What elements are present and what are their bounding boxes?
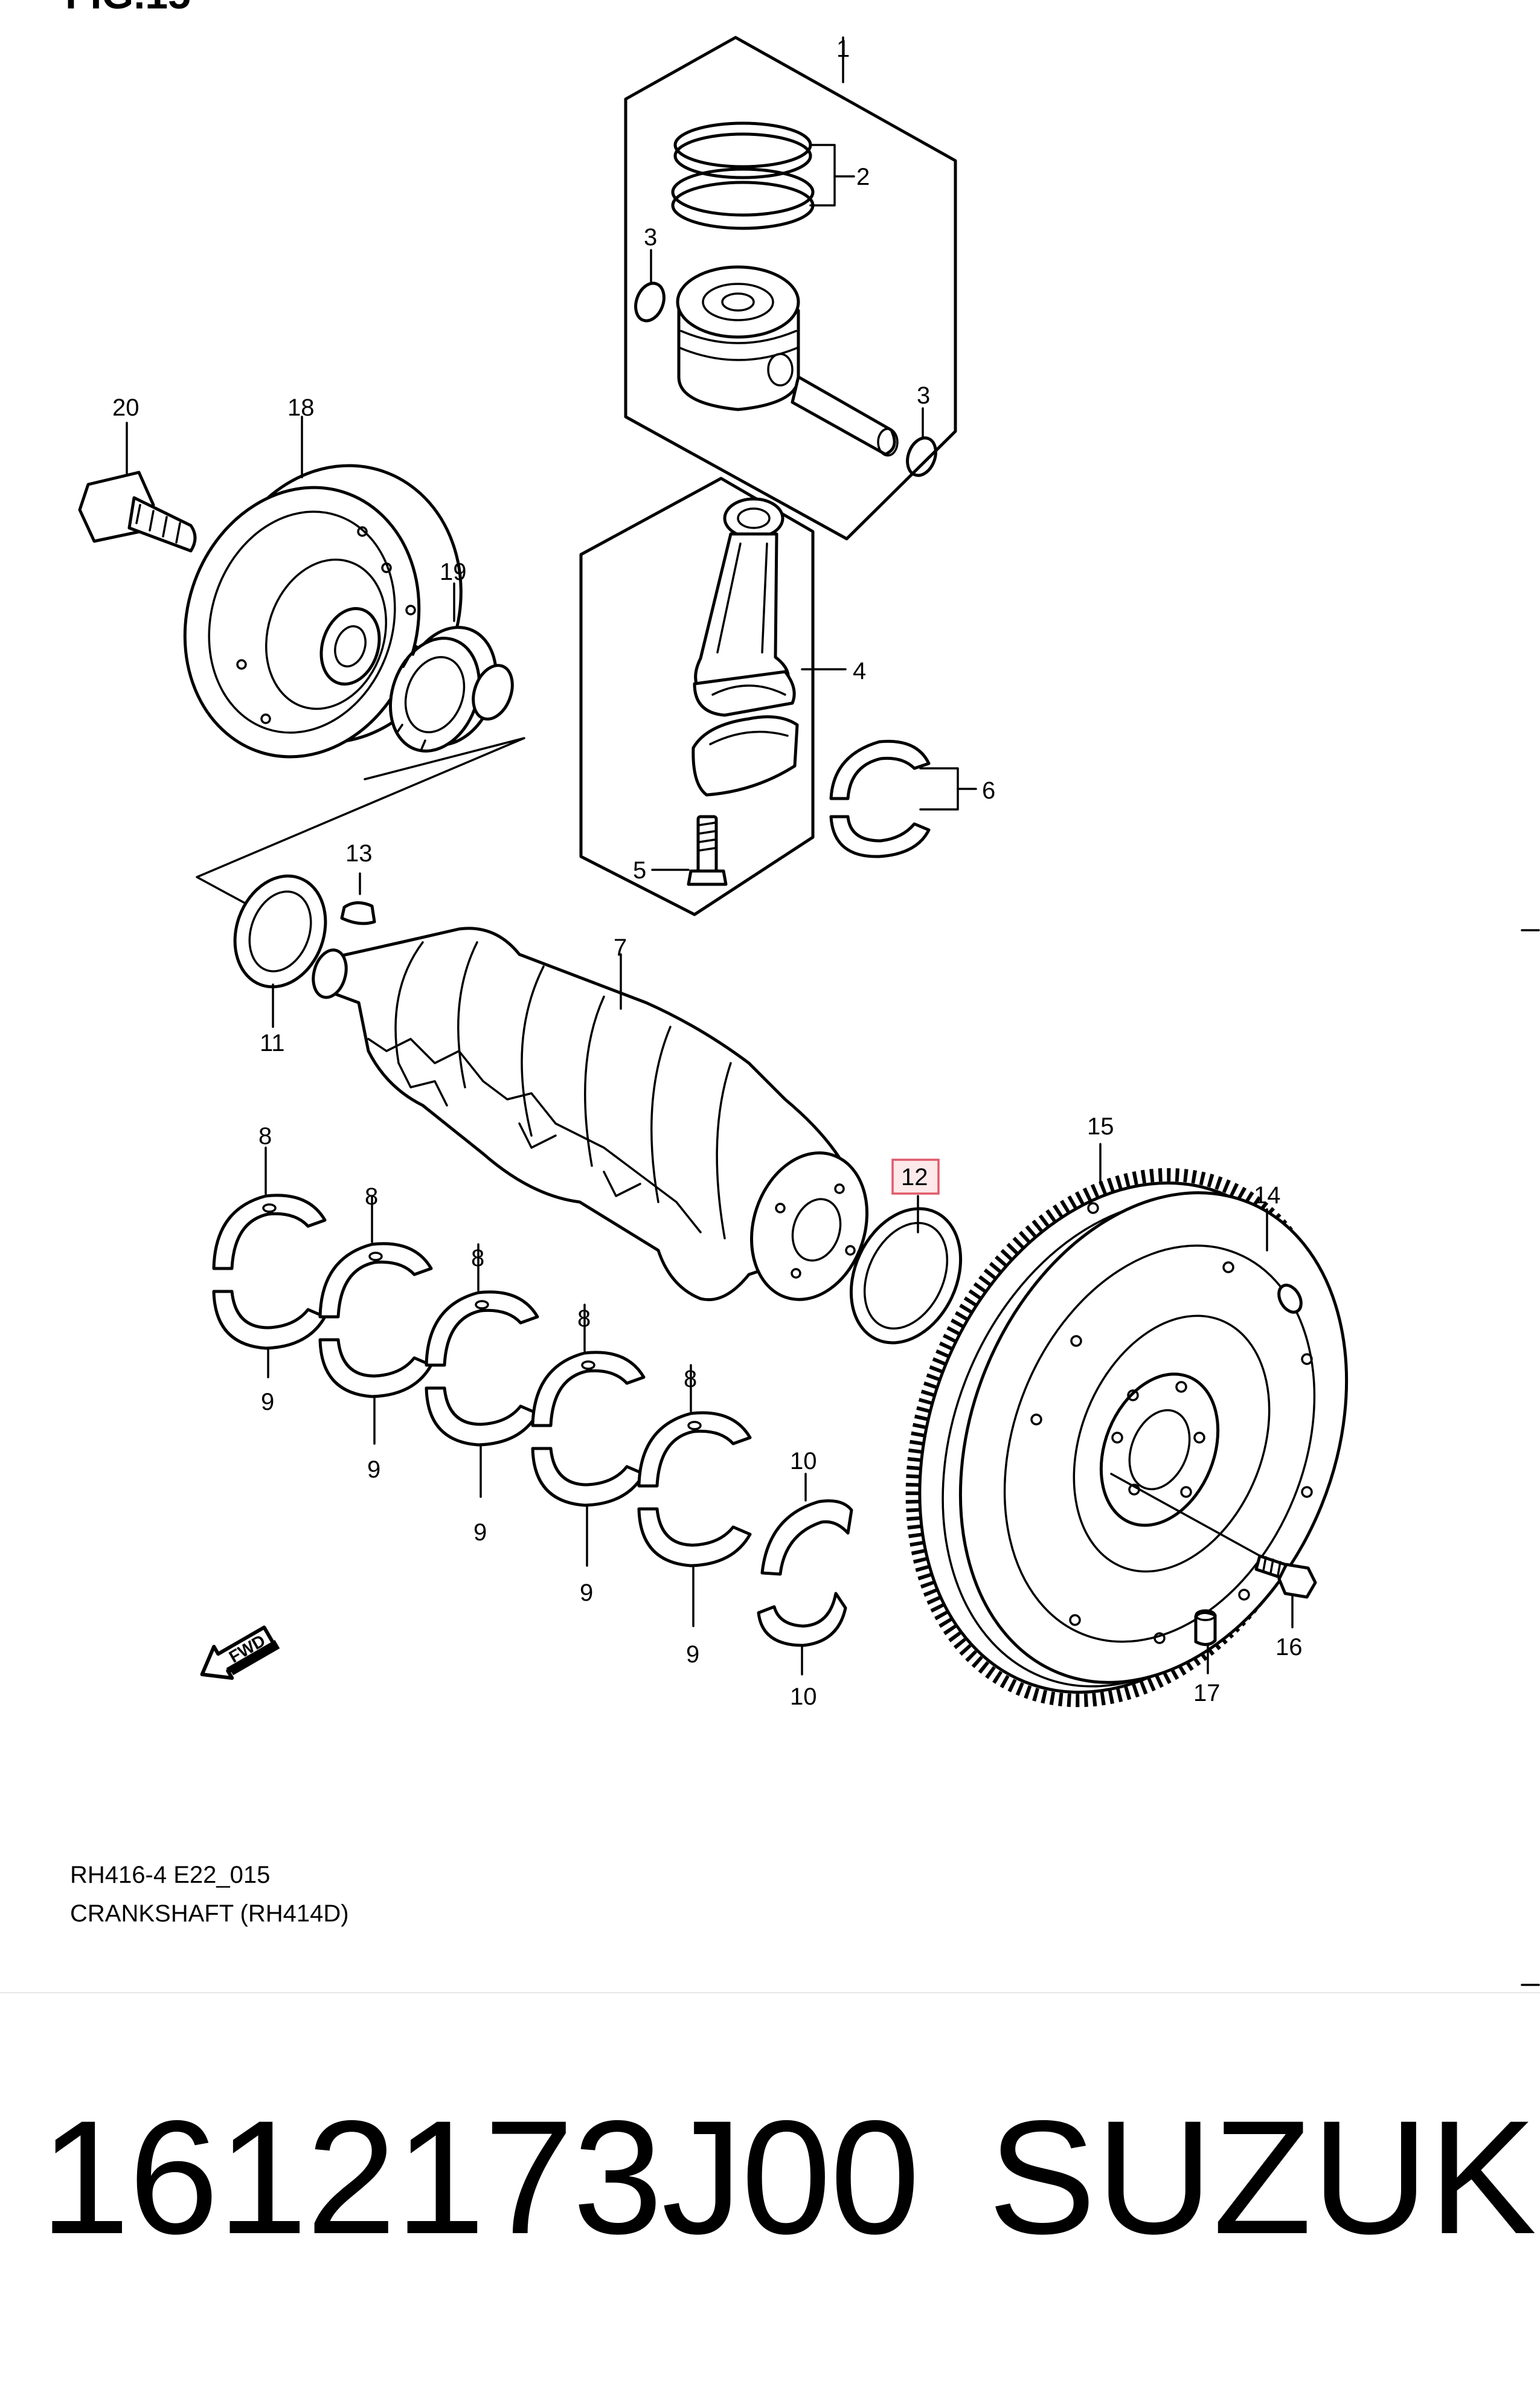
callout-8-b: 8: [365, 1183, 378, 1210]
callout-5: 5: [633, 857, 646, 884]
callout-10-upper: 10: [790, 1448, 817, 1474]
crank-pulley-group: 20 18 19: [78, 394, 525, 910]
callout-8-e: 8: [684, 1366, 697, 1392]
fwd-arrow-icon: FWD: [200, 1625, 280, 1680]
callout-8-d: 8: [577, 1305, 591, 1332]
callout-7: 7: [614, 934, 627, 961]
callout-19: 19: [440, 559, 467, 585]
connecting-rod-group: 4 6 5: [579, 477, 995, 916]
callout-8-c: 8: [471, 1245, 484, 1272]
exploded-parts-diagram: FIG.15 1 2 3 3: [65, 0, 1540, 1986]
figure-title: FIG.15: [65, 0, 191, 18]
parts-diagram-panel: FIG.15 1 2 3 3: [0, 0, 1540, 1993]
callout-9-c: 9: [473, 1519, 487, 1546]
callout-20: 20: [112, 394, 140, 421]
callout-12[interactable]: 12: [901, 1164, 928, 1191]
callout-17: 17: [1193, 1680, 1221, 1706]
flywheel-group: 16 17 15 14: [905, 1113, 1349, 1708]
callout-9-e: 9: [686, 1641, 699, 1668]
callout-6: 6: [982, 777, 995, 804]
part-number: 1612173J00: [40, 2086, 920, 2268]
callout-3-upper: 3: [644, 224, 657, 251]
crankshaft-group: 11 13 7 12: [233, 840, 963, 1345]
diagram-code: RH416-4 E22_015: [70, 1862, 271, 1888]
callout-9-d: 9: [580, 1580, 593, 1606]
piston-group: 1 2 3 3: [624, 36, 957, 541]
callout-9-a: 9: [261, 1389, 274, 1415]
callout-10-lower: 10: [790, 1683, 817, 1710]
diagram-name: CRANKSHAFT (RH414D): [70, 1900, 349, 1927]
callout-13: 13: [345, 840, 373, 867]
callout-15: 15: [1087, 1113, 1114, 1140]
brand-name: SUZUKI: [988, 2086, 1540, 2268]
highlight-box-12: [891, 1159, 940, 1195]
callout-1: 1: [836, 36, 850, 62]
callout-11: 11: [260, 1030, 285, 1056]
callout-8-a: 8: [258, 1123, 272, 1149]
callout-9-b: 9: [367, 1456, 380, 1483]
callout-14: 14: [1254, 1182, 1281, 1209]
callout-2: 2: [856, 164, 870, 190]
thrust-washers-group: 10 10: [757, 1448, 853, 1710]
callout-18: 18: [287, 394, 315, 421]
callout-4: 4: [853, 658, 866, 684]
main-bearings-group: 8 8 8 8 8 9 9 9 9 9: [212, 1123, 752, 1668]
callout-16: 16: [1275, 1634, 1303, 1661]
callout-3-lower: 3: [917, 382, 930, 409]
